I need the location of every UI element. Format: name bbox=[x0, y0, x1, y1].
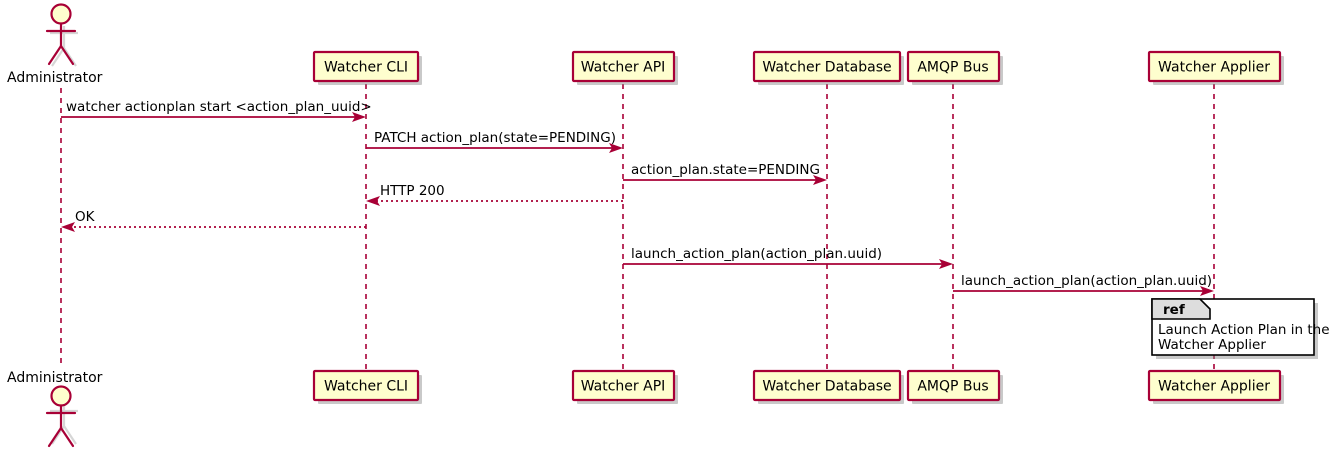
message-4: HTTP 200 bbox=[366, 183, 623, 206]
message-1-label: watcher actionplan start <action_plan_uu… bbox=[66, 99, 372, 115]
actor-head-icon bbox=[50, 385, 72, 407]
participant-label-amqp-bus-bottom: AMQP Bus bbox=[917, 379, 988, 395]
participant-box-watcher-applier-bottom[interactable] bbox=[1147, 369, 1282, 402]
message-6-arrowhead bbox=[939, 259, 953, 269]
message-4-label: HTTP 200 bbox=[380, 183, 445, 199]
participant-box-watcher-database-top[interactable] bbox=[752, 50, 902, 83]
message-1-arrowhead bbox=[352, 112, 366, 122]
message-2: PATCH action_plan(state=PENDING) bbox=[366, 130, 623, 153]
participant-box-watcher-cli-top[interactable] bbox=[312, 50, 420, 83]
participant-label-watcher-api-top: Watcher API bbox=[581, 60, 666, 76]
actor-administrator-top[interactable]: Administrator bbox=[7, 3, 103, 87]
message-5: OK bbox=[61, 209, 366, 232]
participant-watcher-applier-top[interactable]: Watcher Applier bbox=[1147, 50, 1284, 85]
participant-watcher-api-bottom[interactable]: Watcher API bbox=[571, 369, 678, 404]
participant-label-watcher-applier-bottom: Watcher Applier bbox=[1158, 379, 1270, 395]
message-3-arrowhead bbox=[813, 175, 827, 185]
lifelines-group bbox=[60, 84, 1215, 369]
message-5-label: OK bbox=[75, 209, 96, 225]
message-1: watcher actionplan start <action_plan_uu… bbox=[61, 99, 372, 122]
ref-fragment[interactable]: ref Launch Action Plan in the Watcher Ap… bbox=[1151, 298, 1330, 359]
participant-box-watcher-cli-bottom[interactable] bbox=[312, 369, 420, 402]
message-6: launch_action_plan(action_plan.uuid) bbox=[623, 246, 953, 269]
actor-icon-bottom bbox=[45, 385, 78, 448]
participant-box-watcher-api-bottom[interactable] bbox=[571, 369, 676, 402]
message-7-label: launch_action_plan(action_plan.uuid) bbox=[961, 273, 1212, 289]
participant-box-watcher-api-top[interactable] bbox=[571, 50, 676, 83]
message-7-arrowhead bbox=[1200, 286, 1214, 296]
message-6-label: launch_action_plan(action_plan.uuid) bbox=[631, 246, 882, 262]
message-2-label: PATCH action_plan(state=PENDING) bbox=[374, 130, 616, 146]
participant-watcher-applier-bottom[interactable]: Watcher Applier bbox=[1147, 369, 1284, 404]
participant-watcher-cli-top[interactable]: Watcher CLI bbox=[312, 50, 422, 85]
ref-fragment-line-2: Watcher Applier bbox=[1158, 337, 1266, 353]
participant-watcher-database-bottom[interactable]: Watcher Database bbox=[752, 369, 904, 404]
ref-fragment-tab bbox=[1151, 298, 1211, 320]
participant-label-watcher-api-bottom: Watcher API bbox=[581, 379, 666, 395]
ref-fragment-line-1: Launch Action Plan in the bbox=[1158, 322, 1330, 338]
participant-label-amqp-bus-top: AMQP Bus bbox=[917, 60, 988, 76]
participant-label-watcher-database-bottom: Watcher Database bbox=[762, 379, 891, 395]
participant-box-amqp-bus-bottom[interactable] bbox=[906, 369, 1001, 402]
participant-watcher-api-top[interactable]: Watcher API bbox=[571, 50, 678, 85]
actor-administrator-bottom[interactable]: Administrator bbox=[7, 370, 103, 448]
actor-label-administrator-bottom: Administrator bbox=[7, 370, 103, 386]
participant-label-watcher-database-top: Watcher Database bbox=[762, 60, 891, 76]
message-2-arrowhead bbox=[609, 143, 623, 153]
participant-watcher-cli-bottom[interactable]: Watcher CLI bbox=[312, 369, 422, 404]
message-7: launch_action_plan(action_plan.uuid) bbox=[953, 273, 1214, 296]
actor-head-icon bbox=[50, 3, 72, 25]
message-3: action_plan.state=PENDING bbox=[623, 162, 827, 185]
message-5-arrowhead bbox=[61, 222, 75, 232]
participant-amqp-bus-top[interactable]: AMQP Bus bbox=[906, 50, 1003, 85]
participant-amqp-bus-bottom[interactable]: AMQP Bus bbox=[906, 369, 1003, 404]
participant-box-watcher-database-bottom[interactable] bbox=[752, 369, 902, 402]
participant-label-watcher-cli-top: Watcher CLI bbox=[324, 60, 408, 76]
participant-label-watcher-applier-top: Watcher Applier bbox=[1158, 60, 1270, 76]
participant-label-watcher-cli-bottom: Watcher CLI bbox=[324, 379, 408, 395]
participant-box-amqp-bus-top[interactable] bbox=[906, 50, 1001, 83]
actor-label-administrator-top: Administrator bbox=[7, 70, 103, 86]
participant-box-watcher-applier-top[interactable] bbox=[1147, 50, 1282, 83]
participant-watcher-database-top[interactable]: Watcher Database bbox=[752, 50, 904, 85]
actor-icon-top bbox=[45, 3, 78, 67]
message-3-label: action_plan.state=PENDING bbox=[631, 162, 820, 178]
message-4-arrowhead bbox=[366, 196, 380, 206]
ref-fragment-tab-label: ref bbox=[1163, 302, 1185, 318]
